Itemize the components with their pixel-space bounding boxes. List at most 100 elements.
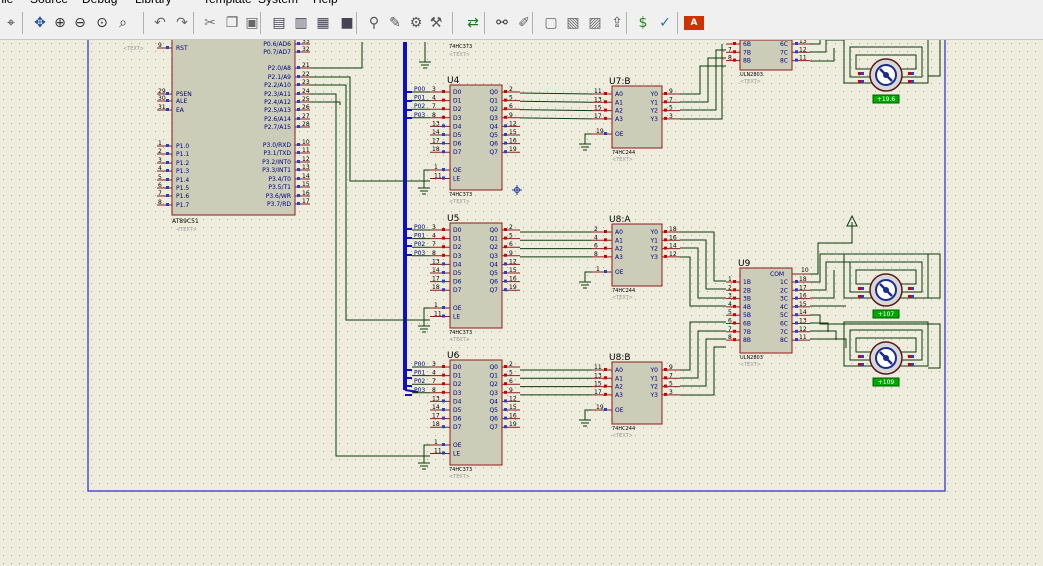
decompose-icon[interactable]: ⚒: [429, 15, 443, 31]
buffer-pin-label: A1: [615, 375, 623, 382]
mcu-pin-label: P1.6: [176, 193, 189, 200]
block-rotate-icon[interactable]: ▦: [316, 15, 330, 31]
latch-pin-label: D2: [453, 244, 462, 251]
buffer-pin-label: A0: [615, 229, 623, 236]
pan-icon[interactable]: ✥: [34, 15, 46, 31]
zoom-area-icon[interactable]: ⌕: [119, 15, 127, 31]
latch-pin-number: 5: [509, 370, 513, 377]
latch-pin-label: Q3: [489, 253, 498, 260]
driver-pin-label: 4C: [780, 304, 788, 311]
cut-icon[interactable]: ✂: [204, 15, 216, 31]
menu-help[interactable]: Help: [313, 0, 338, 6]
toolbar-separator: [626, 12, 627, 34]
paste-icon[interactable]: ▣: [245, 15, 259, 31]
driver-pin-label: 8C: [780, 58, 788, 65]
pin-state-marker: [442, 390, 445, 394]
menu-template[interactable]: Template: [203, 0, 252, 6]
driver-pin-number: 12: [799, 326, 807, 333]
pin-state-marker: [604, 230, 607, 233]
pin-state-marker: [504, 115, 507, 119]
pin-state-marker: [733, 304, 736, 308]
latch-pin-number: 3: [432, 86, 436, 93]
bill-of-materials-icon[interactable]: $: [638, 15, 648, 31]
mcu-pin-label: P1.2: [176, 160, 189, 167]
block-move-icon[interactable]: ▥: [294, 15, 308, 31]
remove-sheet-icon[interactable]: ▧: [566, 15, 580, 31]
pin-state-marker: [504, 245, 507, 249]
pin-state-marker: [911, 287, 914, 290]
mcu-pin-label: P1.5: [176, 185, 189, 192]
latch-pin-number: 1: [434, 439, 438, 446]
mcu-body: [171, 40, 296, 216]
latch-pin-number: 11: [434, 311, 442, 318]
latch-pin-label: OE: [453, 442, 462, 449]
pin-state-marker: [504, 271, 507, 274]
wire-autorouter-icon[interactable]: ⇄: [467, 15, 479, 31]
pin-state-marker: [297, 100, 300, 103]
wire: [584, 409, 592, 420]
latch-pin-number: 9: [509, 250, 513, 257]
mcu-pin-number: 24: [302, 88, 310, 95]
block-delete-icon[interactable]: ■: [340, 15, 354, 31]
latch-text-tag: <TEXT>: [449, 199, 470, 205]
pin-state-marker: [664, 384, 667, 388]
latch-pin-number: 4: [432, 95, 436, 102]
pin-state-marker: [442, 141, 445, 145]
latch-pin-number: 15: [509, 267, 517, 274]
latch-pin-number: 1: [434, 164, 438, 171]
buffer-pin-label: Y3: [650, 116, 659, 123]
export-icon[interactable]: ⇪: [611, 15, 623, 31]
menu-source[interactable]: Source: [30, 0, 68, 6]
electrical-rule-check-icon[interactable]: ✓: [659, 15, 671, 31]
redo-icon[interactable]: ↷: [176, 15, 188, 31]
driver-pin-number: 17: [799, 284, 807, 291]
property-assign-icon[interactable]: ✐: [518, 15, 530, 31]
menu-system[interactable]: System: [258, 0, 298, 6]
mcu-pin-label: P0.6/AD6: [263, 41, 291, 48]
netlist-ares-icon[interactable]: A: [684, 16, 704, 30]
latch-pin-label: Q0: [489, 89, 498, 96]
make-device-icon[interactable]: ✎: [389, 15, 401, 31]
latch-part-name: 74HC373: [449, 44, 472, 50]
zoom-out-icon[interactable]: ⊖: [74, 15, 86, 31]
buffer-pin-number: 3: [669, 113, 673, 120]
buffer-pin-label: A2: [615, 384, 623, 391]
pin-state-marker: [858, 363, 861, 366]
latch-pin-label: LE: [453, 176, 460, 183]
pin-state-marker: [733, 338, 736, 342]
latch-pin-label: D3: [453, 115, 462, 122]
latch-pin-label: D7: [453, 149, 462, 156]
crosshair-icon[interactable]: ⌖: [7, 15, 15, 31]
pick-device-icon[interactable]: ⚲: [368, 15, 380, 31]
menu-file[interactable]: File: [0, 0, 13, 6]
block-copy-icon[interactable]: ▤: [272, 15, 286, 31]
zoom-all-icon[interactable]: ⊙: [96, 15, 108, 31]
menu-library[interactable]: Library: [135, 0, 172, 6]
package-tool-icon[interactable]: ⚙: [409, 15, 423, 31]
pin-state-marker: [664, 116, 667, 120]
zoom-in-icon[interactable]: ⊕: [54, 15, 66, 31]
pin-state-marker: [664, 392, 667, 396]
mcu-text-tag: <TEXT>: [123, 46, 144, 52]
net-label: P00: [414, 86, 425, 93]
new-sheet-icon[interactable]: ▢: [544, 15, 558, 31]
mcu-pin-label: P3.0/RXD: [263, 142, 291, 149]
pin-state-marker: [442, 314, 445, 318]
pin-state-marker: [166, 169, 169, 172]
copy-icon[interactable]: ❐: [225, 15, 239, 31]
buffer-pin-label: A1: [615, 99, 623, 106]
pin-state-marker: [604, 254, 607, 258]
driver-pin-number: 10: [801, 267, 809, 274]
pin-state-marker: [166, 161, 169, 164]
goto-sheet-icon[interactable]: ▨: [588, 15, 602, 31]
pin-state-marker: [604, 100, 607, 104]
undo-icon[interactable]: ↶: [154, 15, 166, 31]
latch-pin-label: Q5: [489, 407, 498, 414]
menu-debug[interactable]: Debug: [82, 0, 117, 6]
mcu-pin-number: 10: [302, 139, 310, 146]
search-tag-icon[interactable]: ⚯: [496, 15, 508, 31]
stepper-motor-icon: [869, 341, 903, 375]
driver-body: [739, 40, 793, 71]
